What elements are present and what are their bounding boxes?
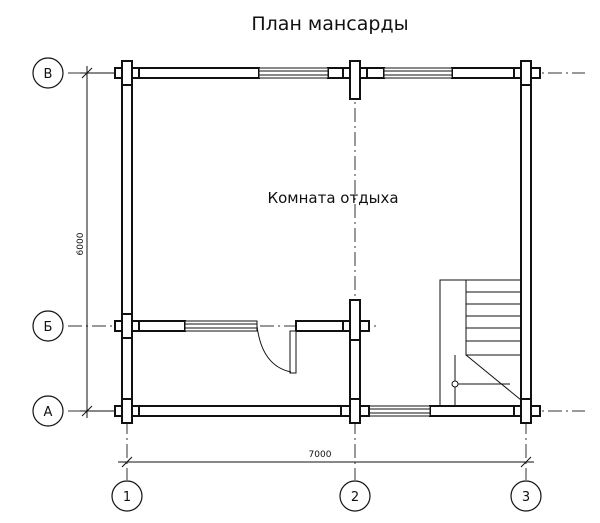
axis-label-2: 2	[351, 490, 359, 505]
joint-2-a	[340, 398, 370, 424]
axis-marker-3: 3	[510, 480, 542, 512]
dimension-vertical	[80, 66, 120, 418]
wall-bottom-right	[429, 405, 527, 417]
joint-3-v	[513, 60, 541, 86]
axis-marker-a: А	[32, 395, 64, 427]
joint-1-a	[114, 398, 140, 424]
dimension-height-label: 6000	[76, 232, 86, 255]
axis-marker-v: В	[32, 57, 64, 89]
door-swing-arc	[256, 325, 292, 373]
axis-marker-b: Б	[32, 310, 64, 342]
window-top-right	[383, 67, 453, 79]
staircase	[439, 279, 522, 406]
wall-left	[121, 72, 133, 412]
joint-1-b	[114, 313, 140, 339]
axis-marker-1: 1	[111, 480, 143, 512]
axis-marker-2: 2	[339, 480, 371, 512]
dimension-horizontal	[118, 456, 534, 468]
window-interior-b	[184, 320, 258, 332]
door	[256, 325, 297, 374]
joint-3-a	[513, 398, 541, 424]
log-joints	[114, 60, 541, 424]
joint-2-b	[342, 299, 370, 341]
wall-right	[520, 72, 532, 412]
window-top-left	[258, 67, 329, 79]
axis-label-3: 3	[522, 490, 530, 505]
window-bottom	[359, 405, 431, 417]
plan-title: План мансарды	[251, 13, 408, 35]
joint-2-v	[342, 60, 368, 100]
dimension-width-label: 7000	[309, 450, 332, 460]
wall-top-left	[126, 67, 260, 79]
axis-label-v: В	[44, 67, 53, 82]
windows	[184, 67, 453, 417]
axis-label-b: Б	[44, 320, 53, 335]
door-leaf	[289, 330, 297, 374]
axis-label-a: А	[44, 405, 53, 420]
axis-label-1: 1	[123, 490, 131, 505]
room-label: Комната отдыха	[267, 189, 398, 207]
wall-bottom-left	[126, 405, 342, 417]
joint-1-v	[114, 60, 140, 86]
walls	[121, 67, 532, 417]
